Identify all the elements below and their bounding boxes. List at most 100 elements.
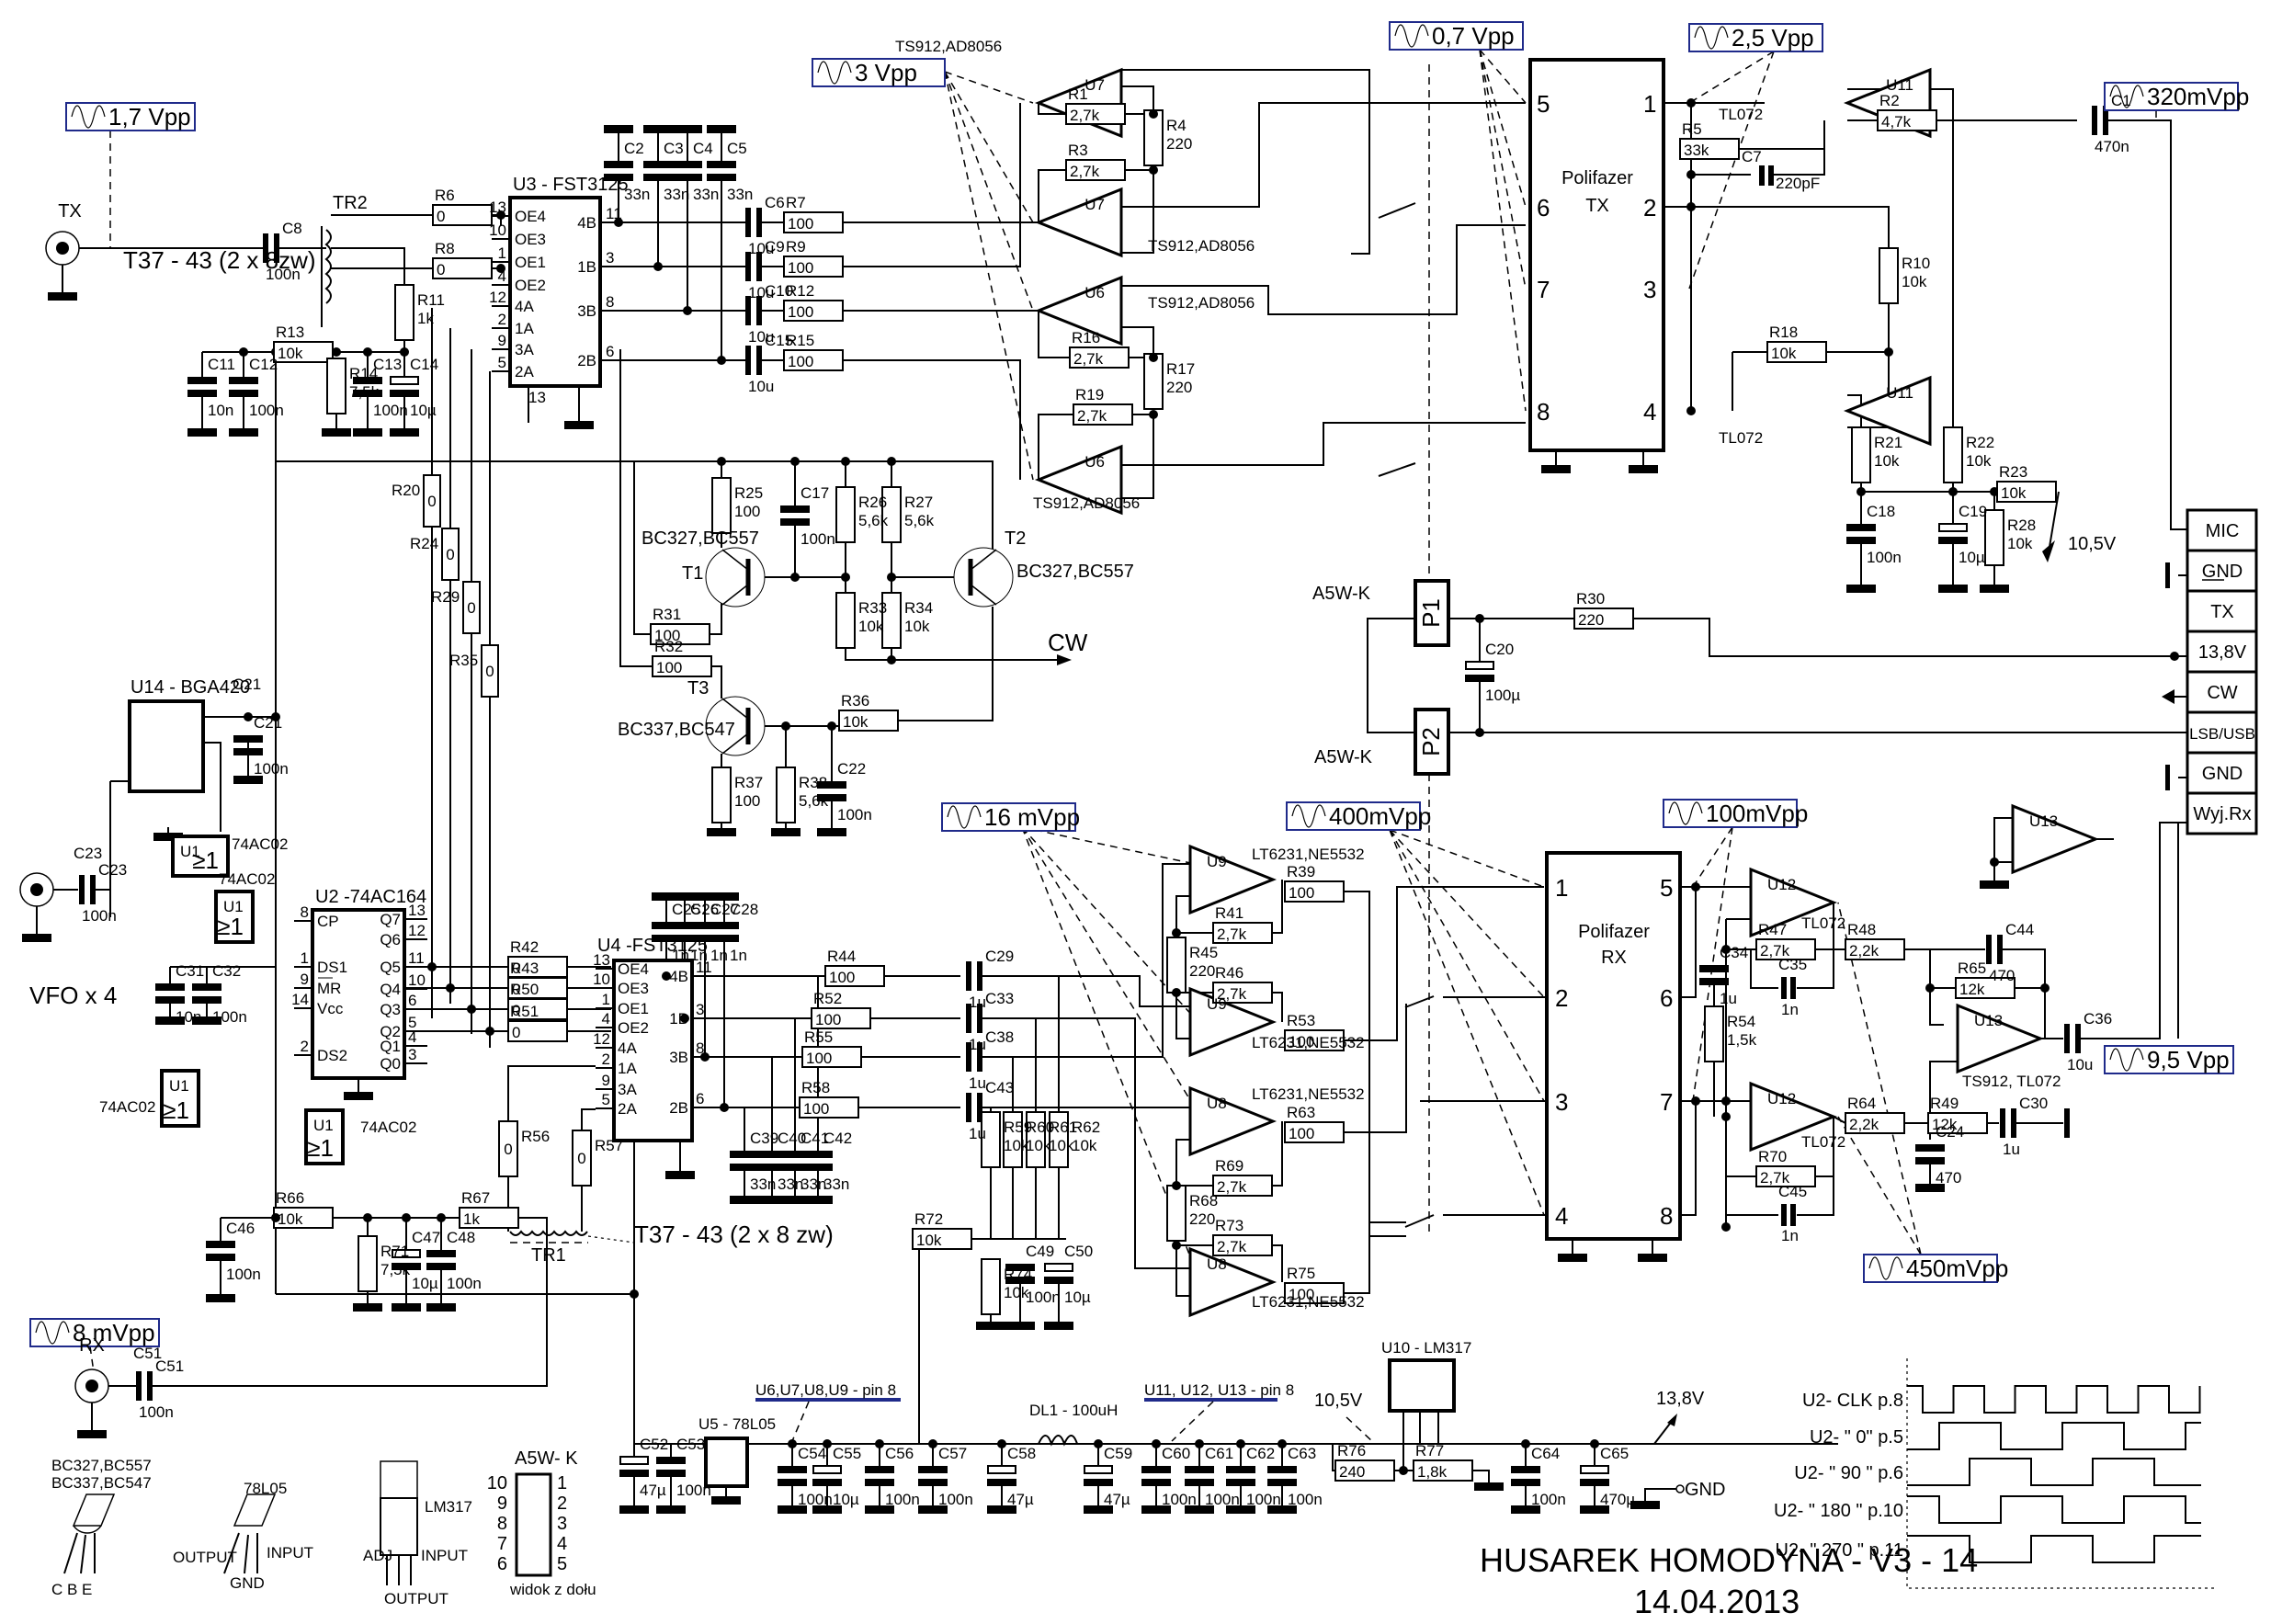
polyphase-pin: 6 xyxy=(1537,194,1550,221)
resistor-ref: R14 xyxy=(349,365,378,382)
capacitor-c3 xyxy=(643,161,673,181)
wire xyxy=(1121,326,1154,358)
capacitor-value: 470n xyxy=(2095,138,2129,155)
resistor-r20 xyxy=(423,474,441,528)
resistor-body xyxy=(432,204,493,226)
resistor-ref: R44 xyxy=(827,948,856,965)
capacitor-plate xyxy=(690,922,720,929)
opamp-triangle xyxy=(1749,1081,1838,1153)
capacitor-value: 10µ xyxy=(412,1275,438,1292)
capacitor-c48 xyxy=(426,1250,456,1270)
wire xyxy=(1680,1101,1697,1216)
power-note: U11, U12, U13 - pin 8 xyxy=(1144,1381,1294,1399)
opamp-type: LT6231,NE5532 xyxy=(1252,1034,1365,1051)
ic-pin-name: 4B xyxy=(669,968,688,985)
capacitor-value: 100n xyxy=(447,1275,482,1292)
capacitor-c60 xyxy=(1141,1466,1171,1486)
resistor-r62 xyxy=(1049,1111,1069,1168)
junction-dot xyxy=(887,457,896,466)
capacitor-value: 100n xyxy=(1246,1491,1281,1508)
resistor-value: 220 xyxy=(1189,1210,1215,1228)
gate-body xyxy=(160,1069,200,1128)
ground-symbol xyxy=(392,1303,421,1312)
resistor-r7 xyxy=(783,211,844,233)
resistor-ref: R48 xyxy=(1847,921,1876,938)
ground-symbol xyxy=(1044,1322,1073,1330)
capacitor-value: 100n xyxy=(801,530,835,548)
gate-body xyxy=(214,890,255,944)
resistor-value: 10k xyxy=(1049,1137,1074,1154)
resistor-ref: R65 xyxy=(1958,960,1986,977)
resistor-r63 xyxy=(1284,1121,1345,1143)
capacitor-plate xyxy=(966,1004,971,1033)
resistor-body xyxy=(326,358,346,415)
capacitor-plate xyxy=(730,1151,759,1158)
transformer-tr1-coil xyxy=(509,1230,588,1236)
capacitor-ref: C3 xyxy=(664,140,684,157)
resistor-ref: R43 xyxy=(510,960,539,977)
resistor-r45 xyxy=(1166,937,1187,994)
ground-symbol xyxy=(1846,585,1876,593)
resistor-ref: R36 xyxy=(841,692,869,710)
capacitor-c34 xyxy=(1699,965,1729,985)
opamp-triangle xyxy=(1034,187,1123,258)
resistor-value: 2,7k xyxy=(1070,163,1100,180)
resistor-ref: R58 xyxy=(801,1079,830,1096)
timing-signal-label: U2- " 90 " p.6 xyxy=(1794,1463,1903,1483)
resistor-r12 xyxy=(783,300,844,322)
capacitor-plate xyxy=(604,161,633,168)
capacitor-ref: C65 xyxy=(1600,1445,1629,1462)
resistor-body xyxy=(801,1046,862,1068)
ground-symbol xyxy=(353,1303,382,1312)
resistor-r18 xyxy=(1766,341,1827,363)
resistor-body xyxy=(1755,1165,1816,1187)
signal-level-frame xyxy=(2104,1045,2234,1074)
capacitor-plate xyxy=(745,208,751,237)
resistor-ref: R13 xyxy=(276,324,304,341)
gate-type: 74AC02 xyxy=(219,870,275,888)
capacitor-plate xyxy=(1997,935,2003,964)
junction-dot xyxy=(887,573,896,582)
capacitor-c9 xyxy=(745,252,762,281)
resistor-body xyxy=(799,1096,859,1119)
capacitor-ref: C43 xyxy=(985,1079,1014,1096)
resistor-value: 5,6k xyxy=(858,512,889,529)
connector-label: RX xyxy=(79,1335,105,1356)
ic-pin-name: OE2 xyxy=(515,277,546,294)
resistor-body xyxy=(835,486,856,543)
capacitor-ref: C47 xyxy=(412,1229,440,1246)
signal-level-value: 0,7 Vpp xyxy=(1432,22,1515,50)
capacitor-ref: C64 xyxy=(1531,1445,1560,1462)
resistor-r25 xyxy=(711,477,732,534)
capacitor-plate xyxy=(966,1042,971,1072)
resistor-r13 xyxy=(273,341,334,363)
ic-pin-name: Q4 xyxy=(380,981,401,998)
resistor-body xyxy=(1679,138,1740,160)
junction-dot xyxy=(790,573,800,582)
capacitor-c63 xyxy=(1267,1466,1297,1486)
resistor-body xyxy=(783,300,844,322)
resistor-ref: R76 xyxy=(1337,1442,1366,1459)
resistor-value: 100 xyxy=(829,969,855,986)
relay-p1-type: A5W-K xyxy=(1312,584,1371,604)
wire xyxy=(1344,886,1544,1041)
ground-symbol xyxy=(192,1016,221,1025)
resistor-value: 100 xyxy=(734,503,760,520)
ic-pin-name: 2A xyxy=(515,363,534,380)
leader-line xyxy=(791,1401,810,1442)
resistor-ref: R41 xyxy=(1215,904,1243,922)
capacitor-plate xyxy=(643,161,673,168)
transformer-tr1-note: T37 - 43 (2 x 8 zw) xyxy=(634,1221,834,1248)
resistor-r68 xyxy=(1166,1185,1187,1242)
resistor-ref: R8 xyxy=(435,240,455,257)
ground-symbol xyxy=(771,828,801,836)
capacitor-c40 xyxy=(757,1151,787,1171)
capacitor-c28 xyxy=(710,922,739,942)
resistor-body xyxy=(881,486,902,543)
lm317-body xyxy=(380,1497,418,1556)
capacitor-c27 xyxy=(690,922,720,942)
relay-p2-type: A5W-K xyxy=(1314,747,1373,767)
ground-symbol xyxy=(604,125,633,133)
signal-level-box xyxy=(1286,801,1421,831)
